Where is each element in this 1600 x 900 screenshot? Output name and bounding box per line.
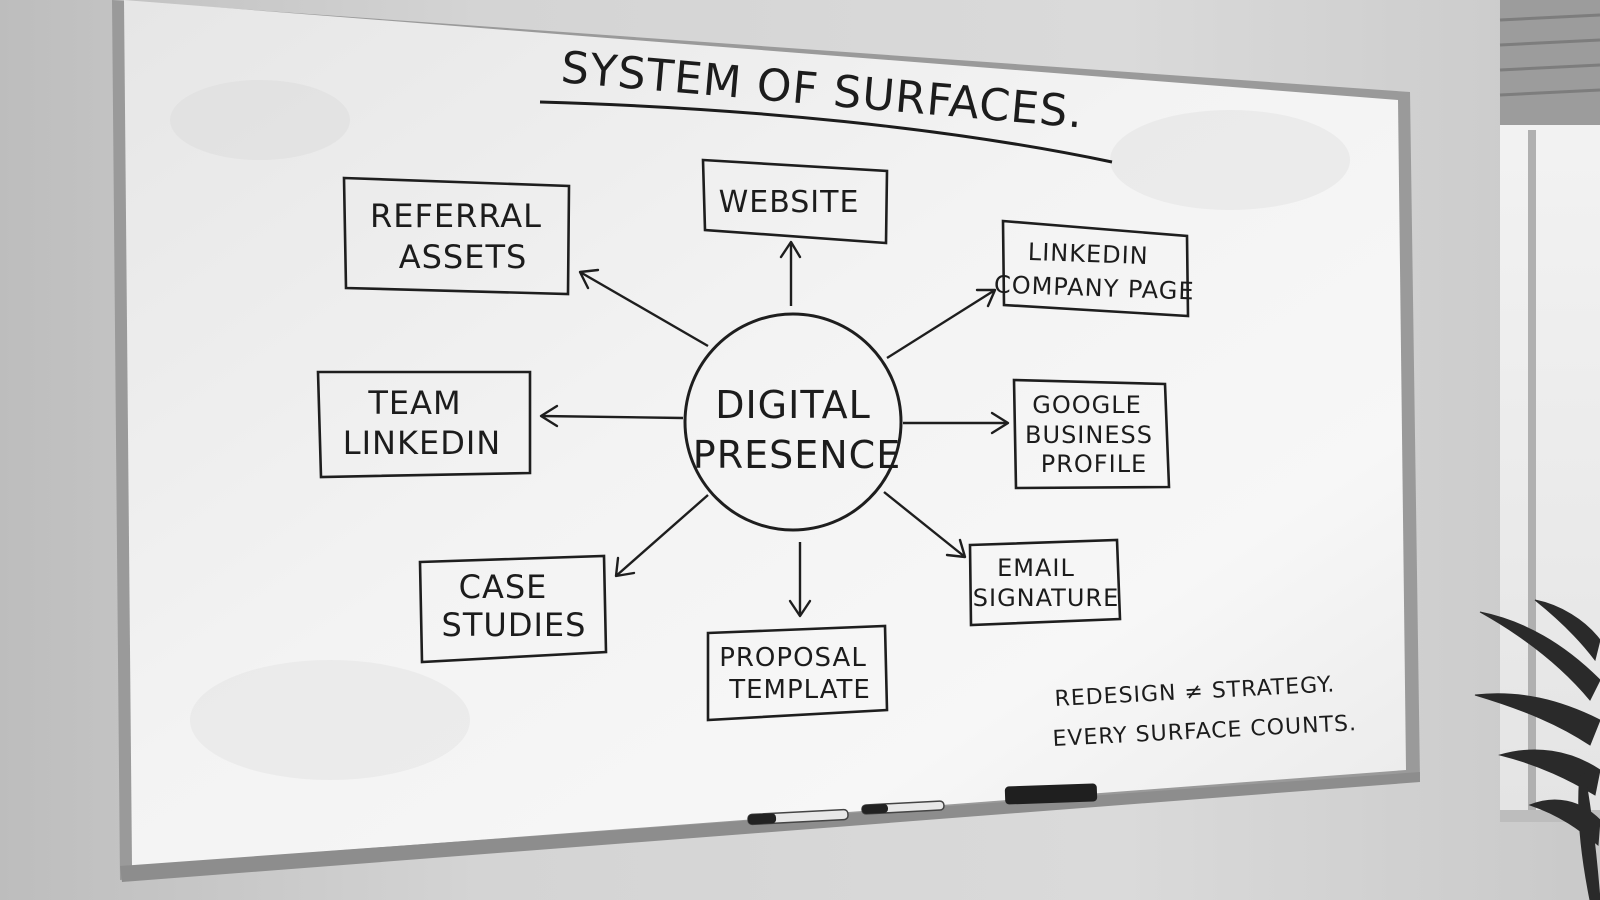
node-linkedin-line-1: LINKEDIN bbox=[1027, 238, 1149, 270]
center-line-2: PRESENCE bbox=[693, 433, 901, 477]
node-google-line-1: GOOGLE bbox=[1032, 391, 1142, 419]
node-case-studies-line-2: STUDIES bbox=[442, 606, 587, 644]
node-linkedin-company-page: LINKEDIN COMPANY PAGE bbox=[994, 219, 1196, 318]
title-underline bbox=[539, 100, 1113, 164]
node-case-studies-line-1: CASE bbox=[459, 568, 548, 606]
connector-arrows bbox=[539, 240, 1010, 618]
node-website-line-1: WEBSITE bbox=[719, 185, 860, 220]
node-case-studies: CASE STUDIES bbox=[418, 554, 608, 664]
plant bbox=[1474, 599, 1600, 900]
node-google-line-3: PROFILE bbox=[1041, 450, 1147, 478]
node-referral-assets-line-2: ASSETS bbox=[399, 238, 528, 276]
node-proposal-template: PROPOSAL TEMPLATE bbox=[706, 624, 889, 722]
center-node: DIGITAL PRESENCE bbox=[683, 312, 903, 532]
node-proposal-line-1: PROPOSAL bbox=[719, 643, 867, 673]
node-team-linkedin-line-2: LINKEDIN bbox=[343, 424, 501, 462]
node-email-line-2: SIGNATURE bbox=[973, 584, 1119, 612]
marker-tray-items bbox=[747, 783, 1098, 826]
node-proposal-line-2: TEMPLATE bbox=[728, 675, 871, 705]
node-referral-assets-line-1: REFERRAL bbox=[370, 197, 542, 235]
node-google-line-2: BUSINESS bbox=[1025, 421, 1153, 449]
node-website: WEBSITE bbox=[701, 158, 889, 245]
node-referral-assets: REFERRAL ASSETS bbox=[342, 176, 571, 296]
eraser-icon[interactable] bbox=[1004, 783, 1098, 805]
node-team-linkedin: TEAM LINKEDIN bbox=[316, 370, 532, 479]
node-linkedin-line-2: COMPANY PAGE bbox=[994, 271, 1196, 306]
center-line-1: DIGITAL bbox=[715, 383, 871, 427]
node-google-business-profile: GOOGLE BUSINESS PROFILE bbox=[1012, 378, 1171, 490]
node-email-signature: EMAIL SIGNATURE bbox=[968, 538, 1122, 627]
node-team-linkedin-line-1: TEAM bbox=[367, 384, 461, 422]
node-email-line-1: EMAIL bbox=[997, 554, 1075, 582]
